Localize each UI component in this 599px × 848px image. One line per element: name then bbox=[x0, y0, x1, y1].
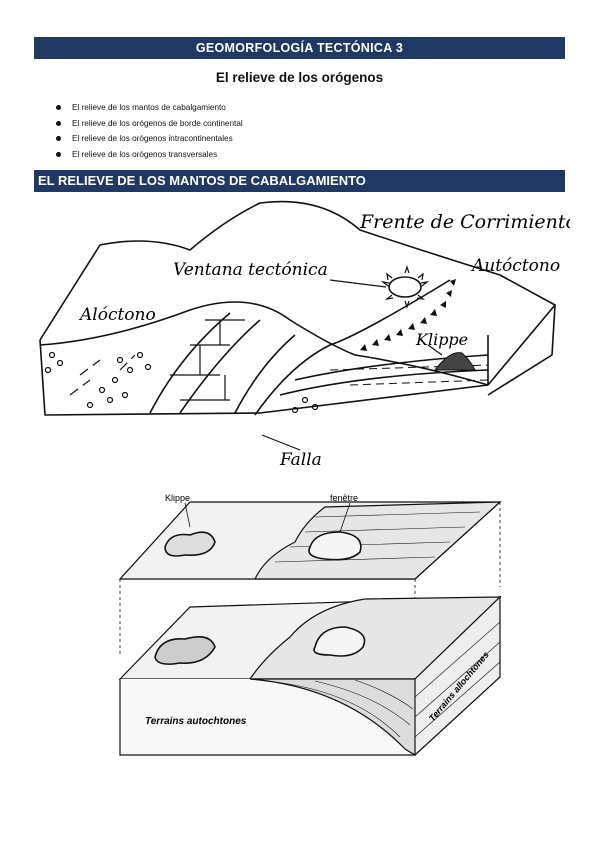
klippe-lower bbox=[154, 636, 216, 665]
label-falla: Falla bbox=[279, 450, 322, 470]
thrust-sheet-block-diagram: Frente de Corrimiento Ventana tectónica … bbox=[39, 200, 570, 470]
block-right-face bbox=[487, 304, 556, 396]
lower-block-right bbox=[414, 595, 501, 756]
label-frente: Frente de Corrimiento bbox=[359, 211, 570, 233]
section-heading: EL RELIEVE DE LOS MANTOS DE CABALGAMIENT… bbox=[38, 173, 366, 188]
block-front-face bbox=[39, 335, 489, 416]
page-subtitle: El relieve de los orógenos bbox=[215, 70, 384, 85]
list-item: El relieve de los orógenos transversales bbox=[56, 147, 243, 163]
label-klippe: Klippe bbox=[415, 330, 468, 349]
klippe-upper bbox=[164, 531, 216, 557]
thrust-fault-line bbox=[254, 279, 451, 416]
tectonic-window-mark bbox=[380, 265, 430, 309]
topic-list: El relieve de los mantos de cabalgamient… bbox=[56, 100, 243, 162]
label-ventana: Ventana tectónica bbox=[173, 260, 328, 280]
nappe-klippe-window-diagram: Klippe fenêtre Terrains allochtones Terr… bbox=[118, 493, 502, 757]
label-autochtones: Terrains autochtones bbox=[145, 716, 247, 727]
list-item: El relieve de los mantos de cabalgamient… bbox=[56, 100, 243, 116]
label-klippe: Klippe bbox=[165, 493, 190, 503]
label-autoctono: Autóctono bbox=[470, 256, 560, 276]
section-heading-banner: EL RELIEVE DE LOS MANTOS DE CABALGAMIENT… bbox=[34, 170, 565, 192]
block-top-outline bbox=[39, 200, 556, 386]
label-aloctono: Alóctono bbox=[78, 305, 156, 325]
document-title-banner: GEOMORFOLOGÍA TECTÓNICA 3 bbox=[34, 37, 565, 59]
list-item: El relieve de los orógenos de borde cont… bbox=[56, 116, 243, 132]
label-fenetre: fenêtre bbox=[330, 493, 358, 503]
klippe-mound-mark bbox=[433, 352, 476, 371]
list-item: El relieve de los orógenos intracontinen… bbox=[56, 131, 243, 147]
window-upper bbox=[308, 531, 362, 561]
document-title: GEOMORFOLOGÍA TECTÓNICA 3 bbox=[195, 41, 404, 55]
window-lower bbox=[313, 626, 366, 657]
